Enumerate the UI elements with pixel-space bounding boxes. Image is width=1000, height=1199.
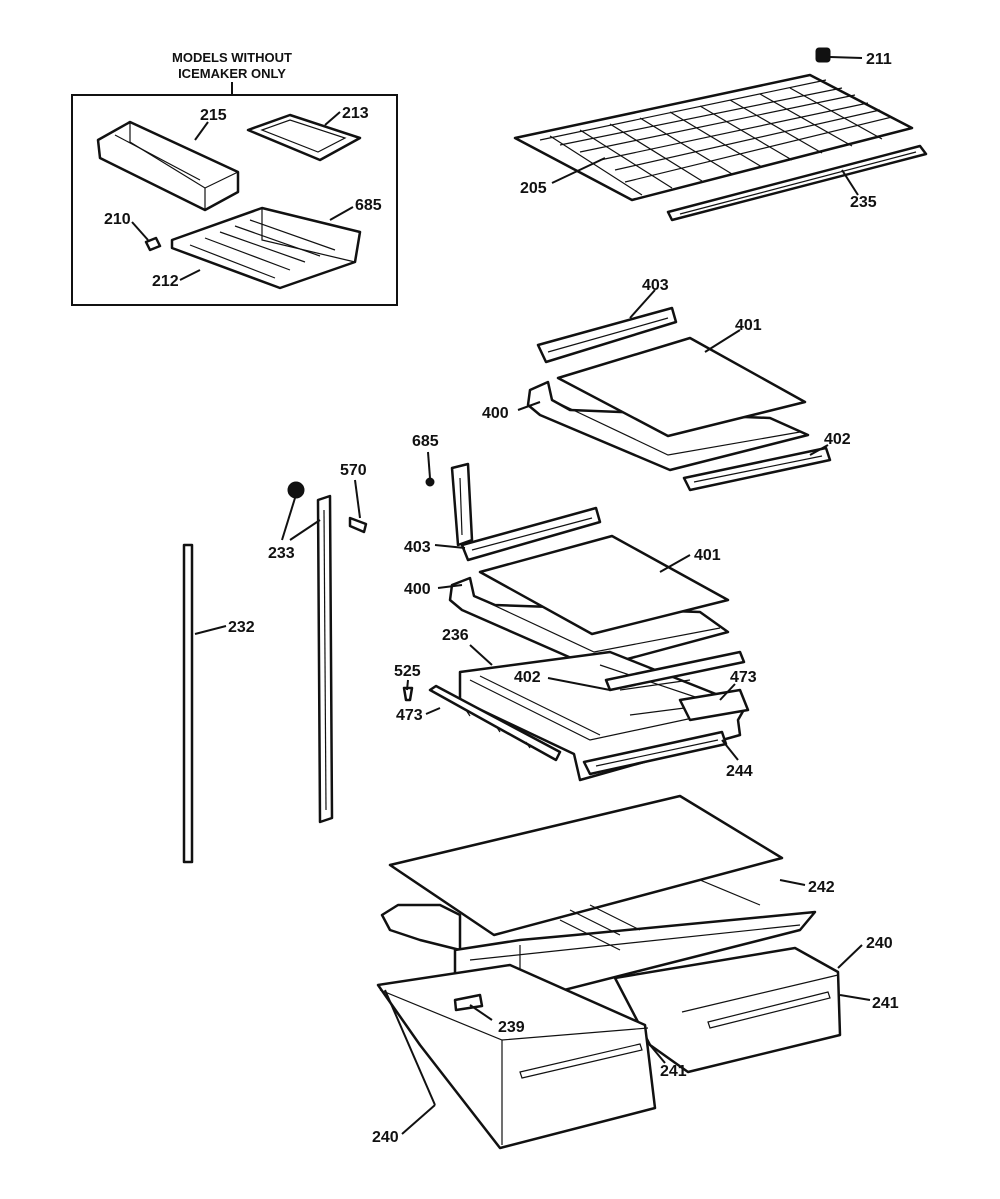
part-685-screw bbox=[425, 477, 435, 487]
label-242: 242 bbox=[808, 879, 835, 896]
label-240-right: 240 bbox=[866, 935, 893, 952]
inset-title-line2: ICEMAKER ONLY bbox=[178, 66, 286, 81]
part-211-cap bbox=[815, 47, 831, 63]
label-403-middle: 403 bbox=[404, 539, 431, 556]
label-232: 232 bbox=[228, 619, 255, 636]
label-236: 236 bbox=[442, 627, 469, 644]
part-205-wire-shelf bbox=[513, 73, 914, 202]
label-235: 235 bbox=[850, 194, 877, 211]
label-211: 211 bbox=[866, 51, 892, 68]
label-400-upper: 400 bbox=[482, 405, 509, 422]
label-402-middle: 402 bbox=[514, 669, 541, 686]
part-235-shelf-rail bbox=[666, 144, 928, 222]
label-233: 233 bbox=[268, 545, 295, 562]
part-240-crisper-drawer-left bbox=[376, 963, 657, 1150]
part-212-ice-rack bbox=[170, 206, 362, 290]
label-401-upper: 401 bbox=[735, 317, 762, 334]
part-525-screw bbox=[402, 686, 414, 702]
label-473-right: 473 bbox=[730, 669, 757, 686]
shelf-assembly-upper bbox=[526, 306, 832, 492]
label-685-inset: 685 bbox=[355, 197, 382, 214]
label-402-upper: 402 bbox=[824, 431, 851, 448]
part-239-divider bbox=[453, 993, 484, 1012]
label-212: 212 bbox=[152, 273, 179, 290]
label-213: 213 bbox=[342, 105, 369, 122]
inset-box: MODELS WITHOUT ICEMAKER ONLY bbox=[71, 50, 398, 306]
part-labels: 211 205 235 215 213 210 685 212 403 401 … bbox=[104, 51, 899, 1146]
label-241-right: 241 bbox=[872, 995, 899, 1012]
label-403-upper: 403 bbox=[642, 277, 669, 294]
label-240-left: 240 bbox=[372, 1129, 399, 1146]
label-210: 210 bbox=[104, 211, 131, 228]
label-244: 244 bbox=[726, 763, 753, 780]
label-400-middle: 400 bbox=[404, 581, 431, 598]
part-236-meat-drawer bbox=[428, 650, 750, 782]
label-401-middle: 401 bbox=[694, 547, 721, 564]
part-570-screw bbox=[348, 516, 368, 534]
part-233-rail-vertical-with-clip bbox=[287, 481, 334, 824]
label-525: 525 bbox=[394, 663, 421, 680]
part-213-ice-tray bbox=[246, 113, 362, 162]
label-473-left: 473 bbox=[396, 707, 423, 724]
label-239: 239 bbox=[498, 1019, 525, 1036]
label-205: 205 bbox=[520, 180, 547, 197]
label-241-left: 241 bbox=[660, 1063, 687, 1080]
part-215-ice-bucket bbox=[96, 120, 240, 212]
label-685: 685 bbox=[412, 433, 439, 450]
shelf-assembly-middle bbox=[448, 462, 730, 670]
part-210-clip bbox=[144, 236, 162, 252]
part-232-vertical-rail bbox=[182, 543, 194, 864]
leader-lines bbox=[131, 56, 871, 1135]
label-570: 570 bbox=[340, 462, 367, 479]
label-215: 215 bbox=[200, 107, 227, 124]
inset-title-line1: MODELS WITHOUT bbox=[172, 50, 292, 65]
